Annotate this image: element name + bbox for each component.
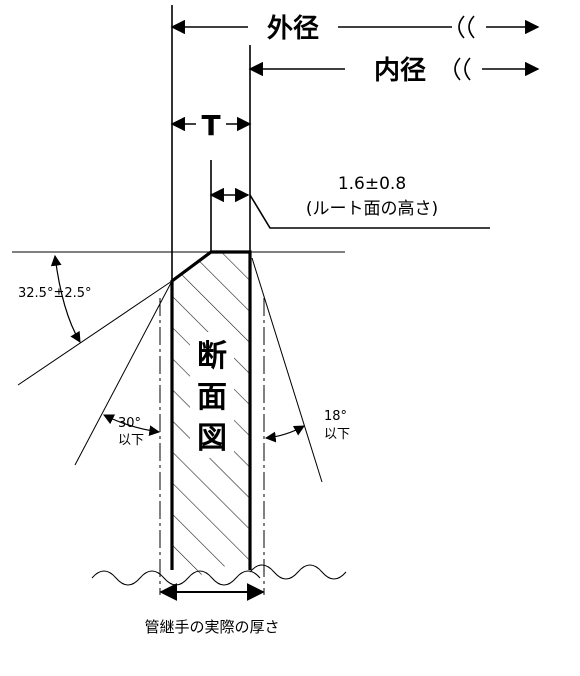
- bevel-angle-arc: [50, 254, 81, 343]
- right-taper-line: [251, 257, 323, 483]
- right-taper-angle-arc: [264, 425, 305, 443]
- right-limit-value: 18°: [324, 409, 347, 424]
- actual-thickness-label: 管継手の実際の厚さ: [144, 618, 279, 636]
- left-wavy-break-line: [91, 570, 261, 586]
- bevel-angle-label: 32.5°±2.5°: [18, 286, 92, 301]
- left-taper-angle-arc: [103, 414, 161, 437]
- outer-break-symbol: [458, 15, 475, 39]
- bevel-extension-line: [17, 280, 173, 386]
- outer-diameter-label: 外径: [267, 14, 319, 44]
- root-face-leader-line: [249, 194, 490, 229]
- root-face-note: (ルート面の高さ): [306, 199, 438, 219]
- thickness-label: T: [201, 109, 220, 142]
- inner-diameter-label: 内径: [374, 56, 426, 86]
- inner-break-symbol: [454, 57, 471, 81]
- pipe-wall-section: [170, 250, 252, 576]
- root-face-value: 1.6±0.8: [338, 174, 406, 194]
- right-limit-note: 以下: [324, 427, 350, 442]
- right-wavy-break-line: [249, 564, 347, 580]
- section-char-3: 図: [197, 421, 227, 456]
- section-char-2: 面: [197, 380, 227, 415]
- left-limit-value: 30°: [118, 416, 141, 431]
- section-char-1: 断: [197, 339, 227, 374]
- left-limit-note: 以下: [118, 433, 144, 448]
- left-taper-line: [74, 280, 173, 466]
- section-text-backdrop: [190, 332, 234, 458]
